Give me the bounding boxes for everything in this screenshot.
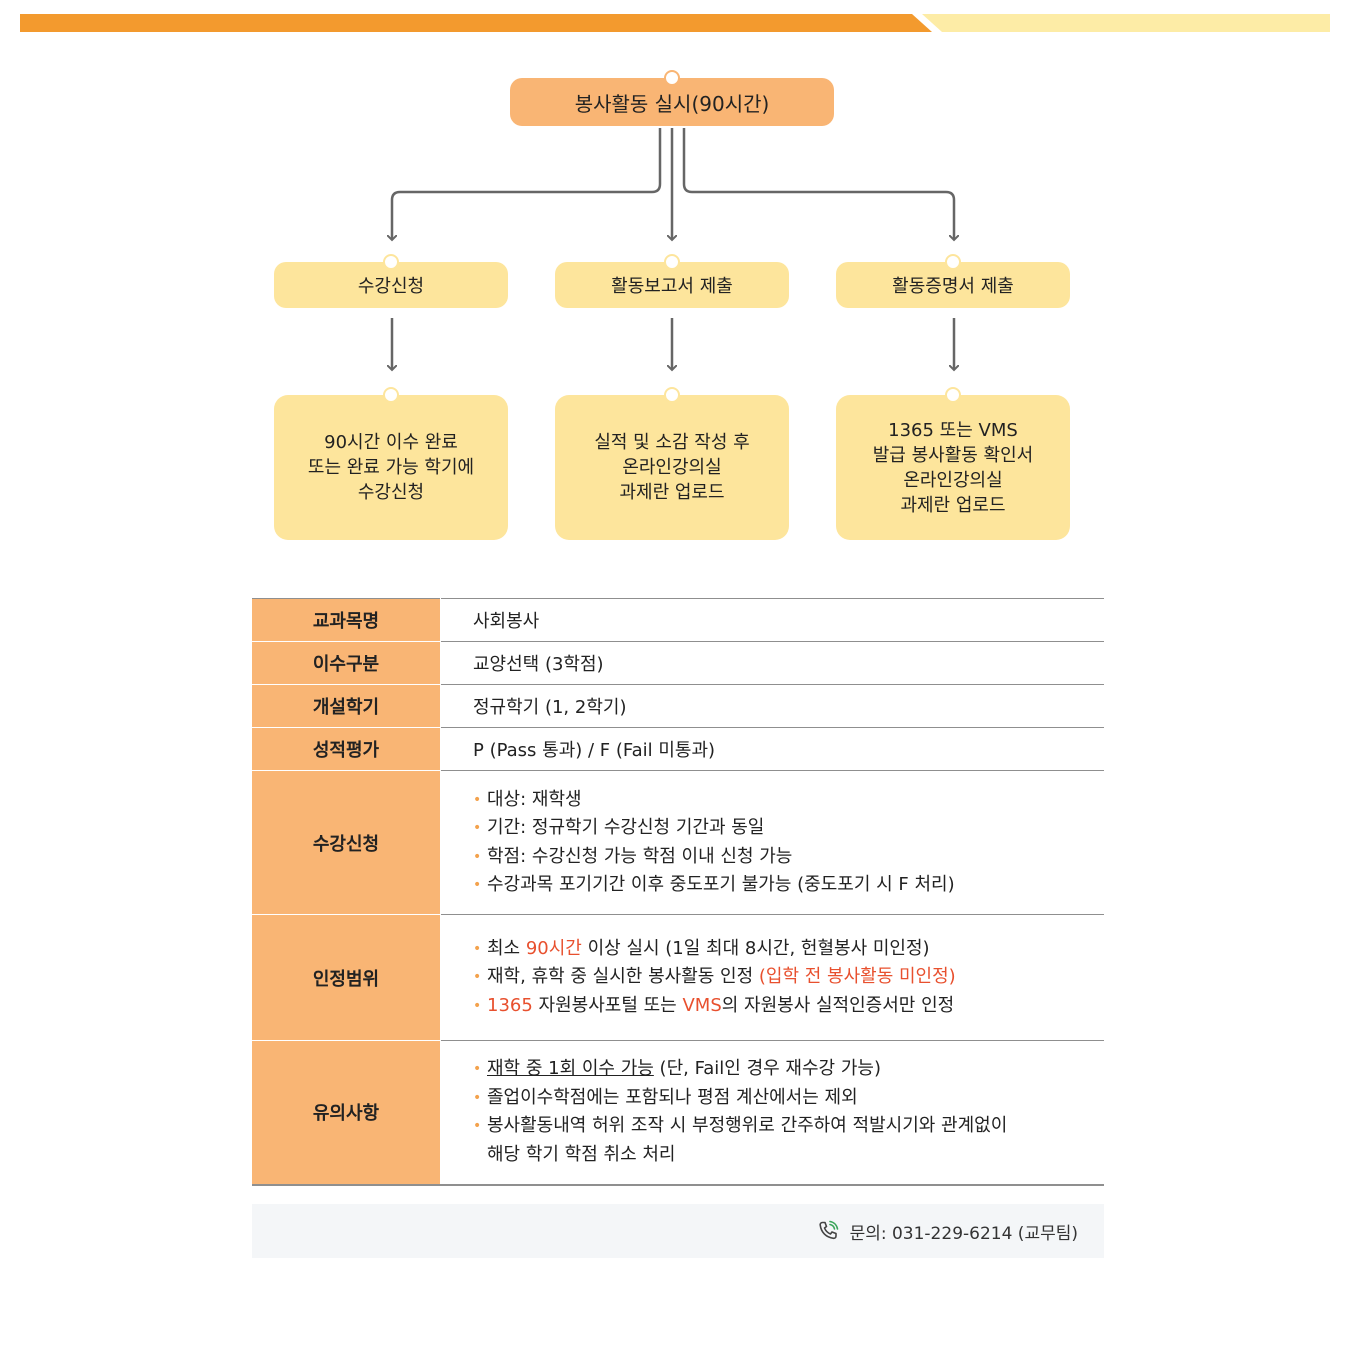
phone-icon [818,1220,838,1240]
list-item: 수강과목 포기기간 이후 중도포기 불가능 (중도포기 시 F 처리) [473,871,1104,900]
detail-certificate: 1365 또는 VMS 발급 봉사활동 확인서 온라인강의실 과제란 업로드 [836,387,1070,540]
node-dot [664,70,680,86]
root-label: 봉사활동 실시(90시간) [574,91,770,116]
node-dot [664,387,680,403]
top-banner-stripes [20,14,1330,32]
arrow-root-to-apply [392,128,662,240]
text: 의 자원봉사 실적인증서만 인정 [721,994,955,1016]
table-row-apply: 수강신청 대상: 재학생 기간: 정규학기 수강신청 기간과 동일 학점: 수강… [252,770,1105,915]
row-header: 이수구분 [252,641,441,685]
text: 재학, 휴학 중 실시한 봉사활동 인정 [487,966,759,988]
scope-list: 최소 90시간 이상 실시 (1일 최대 8시간, 헌혈봉사 미인정) 재학, … [441,935,1104,1021]
highlight-text: 1365 [487,994,533,1016]
text: 봉사활동내역 허위 조작 시 부정행위로 간주하여 적발시기와 관계없이 [487,1115,1008,1137]
list-item: 졸업이수학점에는 포함되나 평점 계산에서는 제외 [473,1084,1104,1113]
notes-list: 재학 중 1회 이수 가능 (단, Fail인 경우 재수강 가능) 졸업이수학… [441,1055,1104,1169]
detail-text: 90시간 이수 완료 또는 완료 가능 학기에 수강신청 [307,432,475,503]
highlight-text: VMS [682,994,722,1016]
node-dot [945,387,961,403]
row-value: P (Pass 통과) / F (Fail 미통과) [473,740,716,761]
list-item: 학점: 수강신청 가능 학점 이내 신청 가능 [473,843,1104,872]
list-item: 재학 중 1회 이수 가능 (단, Fail인 경우 재수강 가능) [473,1055,1104,1084]
text: 이상 실시 (1일 최대 8시간, 헌혈봉사 미인정) [581,937,930,959]
row-header: 수강신청 [252,770,441,915]
detail-text: 실적 및 소감 작성 후 온라인강의실 과제란 업로드 [594,432,750,503]
node-dot [383,387,399,403]
row-value: 최소 90시간 이상 실시 (1일 최대 8시간, 헌혈봉사 미인정) 재학, … [441,915,1105,1041]
arrow-root-to-certificate [682,128,954,240]
row-header: 개설학기 [252,684,441,728]
step-label: 활동증명서 제출 [892,276,1014,297]
list-item: 대상: 재학생 [473,786,1104,815]
row-header: 교과목명 [252,598,441,642]
highlight-text: 90시간 [525,937,582,959]
step-report: 활동보고서 제출 [555,254,789,308]
table-row-grading: 성적평가 P (Pass 통과) / F (Fail 미통과) [252,727,1104,771]
list-item: 기간: 정규학기 수강신청 기간과 동일 [473,814,1104,843]
table-row-semester: 개설학기 정규학기 (1, 2학기) [252,684,1104,728]
row-value: 대상: 재학생 기간: 정규학기 수강신청 기간과 동일 학점: 수강신청 가능… [441,771,1105,915]
flow-connectors [0,128,1350,560]
row-value: 교양선택 (3학점) [473,654,604,675]
list-item: 1365 자원봉사포털 또는 VMS의 자원봉사 실적인증서만 인정 [473,992,1104,1021]
contact-bar: 문의: 031-229-6214 (교무팀) [252,1204,1104,1258]
text: 자원봉사포털 또는 [532,994,683,1016]
text: 최소 [487,937,526,959]
step-apply: 수강신청 [274,254,508,308]
node-dot [664,254,680,270]
orange-stripe [20,14,932,32]
table-row-scope: 인정범위 최소 90시간 이상 실시 (1일 최대 8시간, 헌혈봉사 미인정)… [252,914,1105,1041]
highlight-text: (입학 전 봉사활동 미인정) [758,966,956,988]
step-label: 수강신청 [357,276,425,297]
step-label: 활동보고서 제출 [611,276,733,297]
row-header: 유의사항 [252,1040,441,1185]
row-value: 정규학기 (1, 2학기) [473,697,627,718]
table-row-category: 이수구분 교양선택 (3학점) [252,641,1104,685]
detail-apply: 90시간 이수 완료 또는 완료 가능 학기에 수강신청 [274,387,508,540]
process-flowchart: 봉사활동 실시(90시간) 수강신청 활동보고서 제출 활동증명서 제출 90시… [0,0,1350,560]
contact-text: 문의: 031-229-6214 (교무팀) [849,1223,1078,1244]
text: 해당 학기 학점 취소 처리 [487,1143,676,1165]
yellow-stripe [922,14,1330,32]
table-row-course-name: 교과목명 사회봉사 [252,598,1104,642]
node-dot [945,254,961,270]
list-item: 최소 90시간 이상 실시 (1일 최대 8시간, 헌혈봉사 미인정) [473,935,1104,964]
text: (단, Fail인 경우 재수강 가능) [653,1058,881,1080]
apply-list: 대상: 재학생 기간: 정규학기 수강신청 기간과 동일 학점: 수강신청 가능… [441,786,1104,900]
top-banner [20,14,1330,32]
node-dot [383,254,399,270]
row-value: 재학 중 1회 이수 가능 (단, Fail인 경우 재수강 가능) 졸업이수학… [441,1041,1105,1185]
list-item: 재학, 휴학 중 실시한 봉사활동 인정 (입학 전 봉사활동 미인정) [473,963,1104,992]
row-header: 성적평가 [252,727,441,771]
row-value: 사회봉사 [473,611,540,632]
detail-report: 실적 및 소감 작성 후 온라인강의실 과제란 업로드 [555,387,789,540]
detail-text: 1365 또는 VMS 발급 봉사활동 확인서 온라인강의실 과제란 업로드 [872,419,1034,516]
step-certificate: 활동증명서 제출 [836,254,1070,308]
course-info-table: 교과목명 사회봉사 이수구분 교양선택 (3학점) 개설학기 정규학기 (1, … [252,598,1104,1186]
table-row-notes: 유의사항 재학 중 1회 이수 가능 (단, Fail인 경우 재수강 가능) … [252,1040,1105,1185]
root-node: 봉사활동 실시(90시간) [510,70,834,126]
underlined-text: 재학 중 1회 이수 가능 [487,1058,654,1080]
row-header: 인정범위 [252,914,441,1041]
